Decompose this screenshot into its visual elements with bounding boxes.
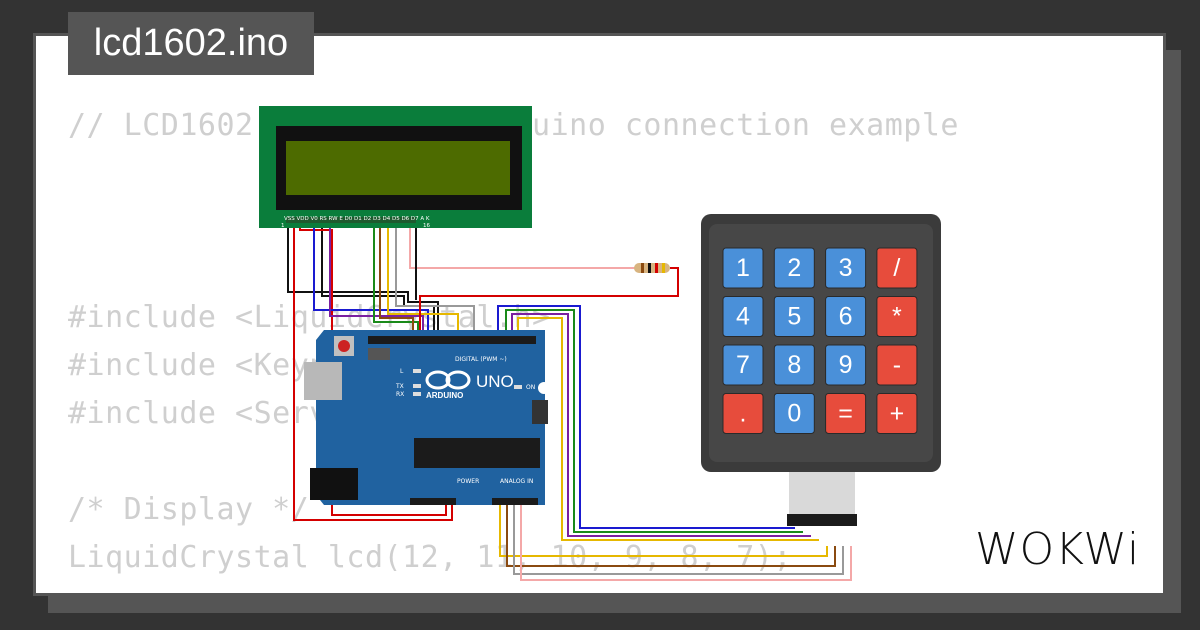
keypad-connector: [787, 514, 857, 526]
keypad-key-label: +: [890, 400, 905, 428]
wire-keypad-2: [505, 309, 803, 533]
power-label: POWER: [457, 478, 479, 485]
keypad-key-label: 6: [839, 303, 853, 331]
keypad-ribbon: [789, 472, 855, 522]
lcd-pin-last: 16: [423, 223, 430, 229]
keypad-key-label: 4: [736, 303, 750, 331]
power-jack[interactable]: [310, 468, 358, 500]
wire-keypad-6: [506, 502, 836, 567]
wire-keypad-7: [513, 502, 844, 575]
keypad-key-label: -: [893, 351, 901, 379]
arduino-digital-header: [368, 336, 536, 344]
lcd-pin-first: 1: [281, 223, 285, 229]
code-line-display-comment: /* Display */: [68, 492, 310, 527]
usb-port[interactable]: [304, 362, 342, 400]
keypad-key-equals[interactable]: =: [825, 393, 867, 434]
arduino-model: UNO: [476, 372, 514, 391]
keypad-key-label: 2: [787, 254, 801, 282]
file-tab-title[interactable]: lcd1602.ino: [68, 12, 314, 75]
atmega-chip: [414, 438, 540, 468]
keypad-key-minus[interactable]: -: [876, 344, 918, 386]
keypad-key-9[interactable]: 9: [825, 344, 867, 386]
keypad-key-label: 7: [736, 351, 750, 379]
keypad-key-label: 8: [787, 351, 801, 379]
wire-lcd-d5: [379, 222, 414, 338]
analog-label: ANALOG IN: [500, 478, 533, 485]
keypad-key-label: 0: [787, 400, 801, 428]
arduino-power-header: [410, 498, 456, 505]
led-rx-label: RX: [396, 391, 404, 398]
keypad-keys: 1 2 3 / 4 5 6 * 7 8 9 -. 0 = +: [722, 247, 918, 434]
keypad-key-5[interactable]: 5: [773, 296, 815, 337]
keypad-key-2[interactable]: 2: [773, 247, 815, 289]
keypad-key-7[interactable]: 7: [722, 344, 764, 386]
led-on-label: ON: [526, 384, 535, 391]
keypad-key-plus[interactable]: +: [876, 393, 918, 434]
reset-button-icon[interactable]: [334, 336, 354, 356]
keypad-key-0[interactable]: 0: [773, 393, 815, 434]
arduino-uno-board[interactable]: UNO ARDUINO DIGITAL (PWM ~) ANALOG IN PO…: [304, 330, 550, 505]
keypad-key-label: /: [893, 254, 900, 282]
wire-keypad-4: [517, 317, 819, 541]
keypad-key-label: .: [740, 400, 747, 428]
wire-keypad-1: [497, 305, 795, 529]
wire-lcd-rs: [313, 222, 429, 338]
wire-lcd-rw: [321, 222, 435, 338]
resistor[interactable]: [634, 263, 670, 273]
wire-lcd-e: [329, 222, 424, 338]
keypad-key-3[interactable]: 3: [825, 247, 867, 289]
keypad-key-label: =: [838, 400, 853, 428]
arduino-brand: ARDUINO: [426, 391, 463, 400]
keypad-key-6[interactable]: 6: [825, 296, 867, 337]
lcd-screen: [286, 141, 510, 195]
wire-lcd-vss: [287, 222, 439, 338]
wire-keypad-5: [499, 502, 828, 557]
led-l-label: L: [400, 368, 404, 375]
keypad-4x4[interactable]: 1 2 3 / 4 5 6 * 7 8 9 -. 0 = +: [701, 214, 941, 526]
keypad-key-label: 5: [787, 303, 801, 331]
arduino-analog-header: [492, 498, 538, 505]
keypad-key-divide[interactable]: /: [876, 247, 918, 289]
keypad-key-label: 1: [736, 254, 750, 282]
digital-label: DIGITAL (PWM ~): [455, 356, 507, 363]
wire-lcd-vdd: [293, 222, 453, 521]
keypad-key-4[interactable]: 4: [722, 296, 764, 337]
wire-lcd-anode: [409, 222, 636, 269]
lcd1602-module[interactable]: VSS VDD V0 RS RW E D0 D1 D2 D3 D4 D5 D6 …: [259, 106, 532, 229]
infinity-logo-icon: [425, 370, 471, 390]
keypad-key-1[interactable]: 1: [722, 247, 764, 289]
keypad-key-label: *: [892, 303, 902, 331]
keypad-key-label: 3: [839, 254, 853, 282]
wire-keypad-8: [520, 502, 852, 581]
code-line-lcd-constructor: LiquidCrystal lcd(12, 11, 10, 9, 8, 7);: [68, 540, 792, 575]
wires: [287, 222, 852, 581]
lcd-pin-labels: VSS VDD V0 RS RW E D0 D1 D2 D3 D4 D5 D6 …: [284, 216, 430, 222]
keypad-key-multiply[interactable]: *: [876, 296, 918, 337]
lcd-pin-header: [286, 217, 416, 223]
wire-resistor-5v: [419, 267, 679, 338]
wokwi-logo: WOKWi: [975, 524, 1141, 575]
wire-keypad-3: [511, 313, 811, 537]
wire-lcd-d7: [395, 222, 475, 338]
keypad-key-label: 9: [839, 351, 853, 379]
led-tx-label: TX: [395, 383, 404, 390]
wire-lcd-d6: [387, 222, 459, 338]
code-panel: // LCD1602 and Keypad Arduino connection…: [33, 33, 1166, 596]
keypad-key-dot[interactable]: .: [722, 393, 764, 434]
keypad-key-8[interactable]: 8: [773, 344, 815, 386]
